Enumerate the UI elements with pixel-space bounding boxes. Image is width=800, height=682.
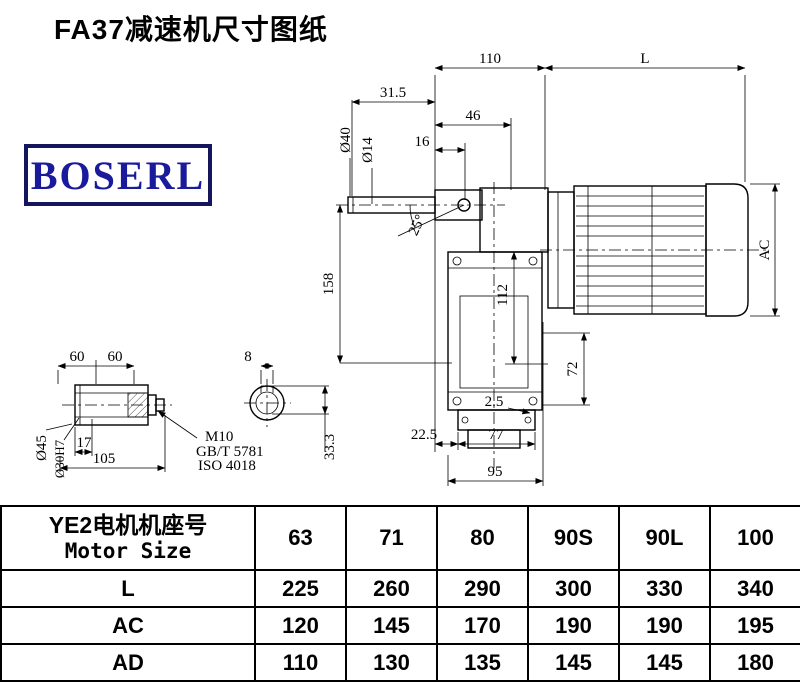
dim-dia45: Ø45 [34,435,50,461]
table-cell: 330 [618,569,711,608]
table-cell: 225 [254,569,347,608]
keyway [260,385,274,393]
dimension-lines [336,64,780,486]
dim-77: 77 [489,427,505,443]
table-col-header: 90S [527,505,620,571]
table-row-label: L [0,569,256,608]
dim-angle-25: 25° [406,212,429,238]
dimension-drawing: 110 L 31.5 46 16 Ø40 Ø14 25° 158 112 AC … [34,51,780,486]
angle-line [397,204,465,237]
shaft-bore-circle [255,391,279,415]
table-cell: 290 [436,569,529,608]
gearbox-housing [447,182,549,468]
table-cell: 260 [345,569,438,608]
table-cell: 190 [618,606,711,645]
table-header-motor-size: YE2电机机座号 Motor Size [0,505,256,571]
table-row-label: AD [0,643,256,682]
dim-dia14: Ø14 [360,137,376,163]
note-iso-4018: ISO 4018 [198,458,256,474]
cross-section-view: 8 33.3 [244,349,338,460]
dim-158: 158 [321,273,337,296]
main-view: 110 L 31.5 46 16 Ø40 Ø14 25° 158 112 AC … [321,51,780,486]
dim-95: 95 [488,464,503,480]
table-cell: 110 [254,643,347,682]
dim-105: 105 [93,451,116,467]
note-gbt-5781: GB/T 5781 [196,444,264,460]
dim-31-5: 31.5 [380,85,406,101]
dim-dia40: Ø40 [338,127,354,153]
table-cell: 180 [709,643,800,682]
table-col-header: 80 [436,505,529,571]
motor [540,183,766,317]
table-row-AC: AC 120 145 170 190 190 195 [0,606,800,645]
table-cell: 300 [527,569,620,608]
table-cell: 145 [618,643,711,682]
table-cell: 120 [254,606,347,645]
table-cell: 195 [709,606,800,645]
motor-fins [576,195,704,307]
note-m10: M10 [205,429,233,445]
dim-33-3: 33.3 [322,434,338,460]
brand-logo-box: BOSERL [24,144,212,206]
dim-60-first: 60 [70,349,85,365]
dim-8: 8 [244,349,252,365]
dim-60-second: 60 [108,349,123,365]
table-col-header: 63 [254,505,347,571]
table-cell: 340 [709,569,800,608]
shaft-detail-view: 60 60 Ø45 Ø30H7 17 105 M10 GB/T 5781 ISO… [34,349,264,478]
table-cell: 145 [527,643,620,682]
dim-16: 16 [415,134,431,150]
dim-AC: AC [757,240,773,261]
table-cell: 170 [436,606,529,645]
table-cell: 145 [345,606,438,645]
table-cell: 135 [436,643,529,682]
header-cn: YE2电机机座号 [48,511,208,538]
table-cell: 190 [527,606,620,645]
table-col-header: 100 [709,505,800,571]
table-col-header: 90L [618,505,711,571]
angle-arc [409,204,416,229]
clamp-bushing [127,392,149,418]
dim-112: 112 [495,284,511,306]
lug-hole [457,198,471,212]
dim-2-5: 2.5 [485,394,504,410]
table-header-row: YE2电机机座号 Motor Size 63 71 80 90S 90L 100 [0,505,800,571]
dim-22-5: 22.5 [411,427,437,443]
dim-17: 17 [77,435,93,451]
table-cell: 130 [345,643,438,682]
table-row-L: L 225 260 290 300 330 340 [0,569,800,608]
page-title: FA37减速机尺寸图纸 [54,14,328,45]
dim-72: 72 [565,362,581,377]
dim-46: 46 [466,108,482,124]
table-row-label: AC [0,606,256,645]
output-flange [457,409,536,449]
table-row-AD: AD 110 130 135 145 145 180 [0,643,800,682]
header-en: Motor Size [64,539,192,564]
brand-logo-text: BOSERL [30,152,206,198]
table-col-header: 71 [345,505,438,571]
motor-size-table: YE2电机机座号 Motor Size 63 71 80 90S 90L 100… [0,505,800,682]
dim-dia30h7: Ø30H7 [52,439,67,478]
fan-cover [705,183,749,317]
dim-110: 110 [479,51,501,67]
dim-L: L [640,51,649,67]
